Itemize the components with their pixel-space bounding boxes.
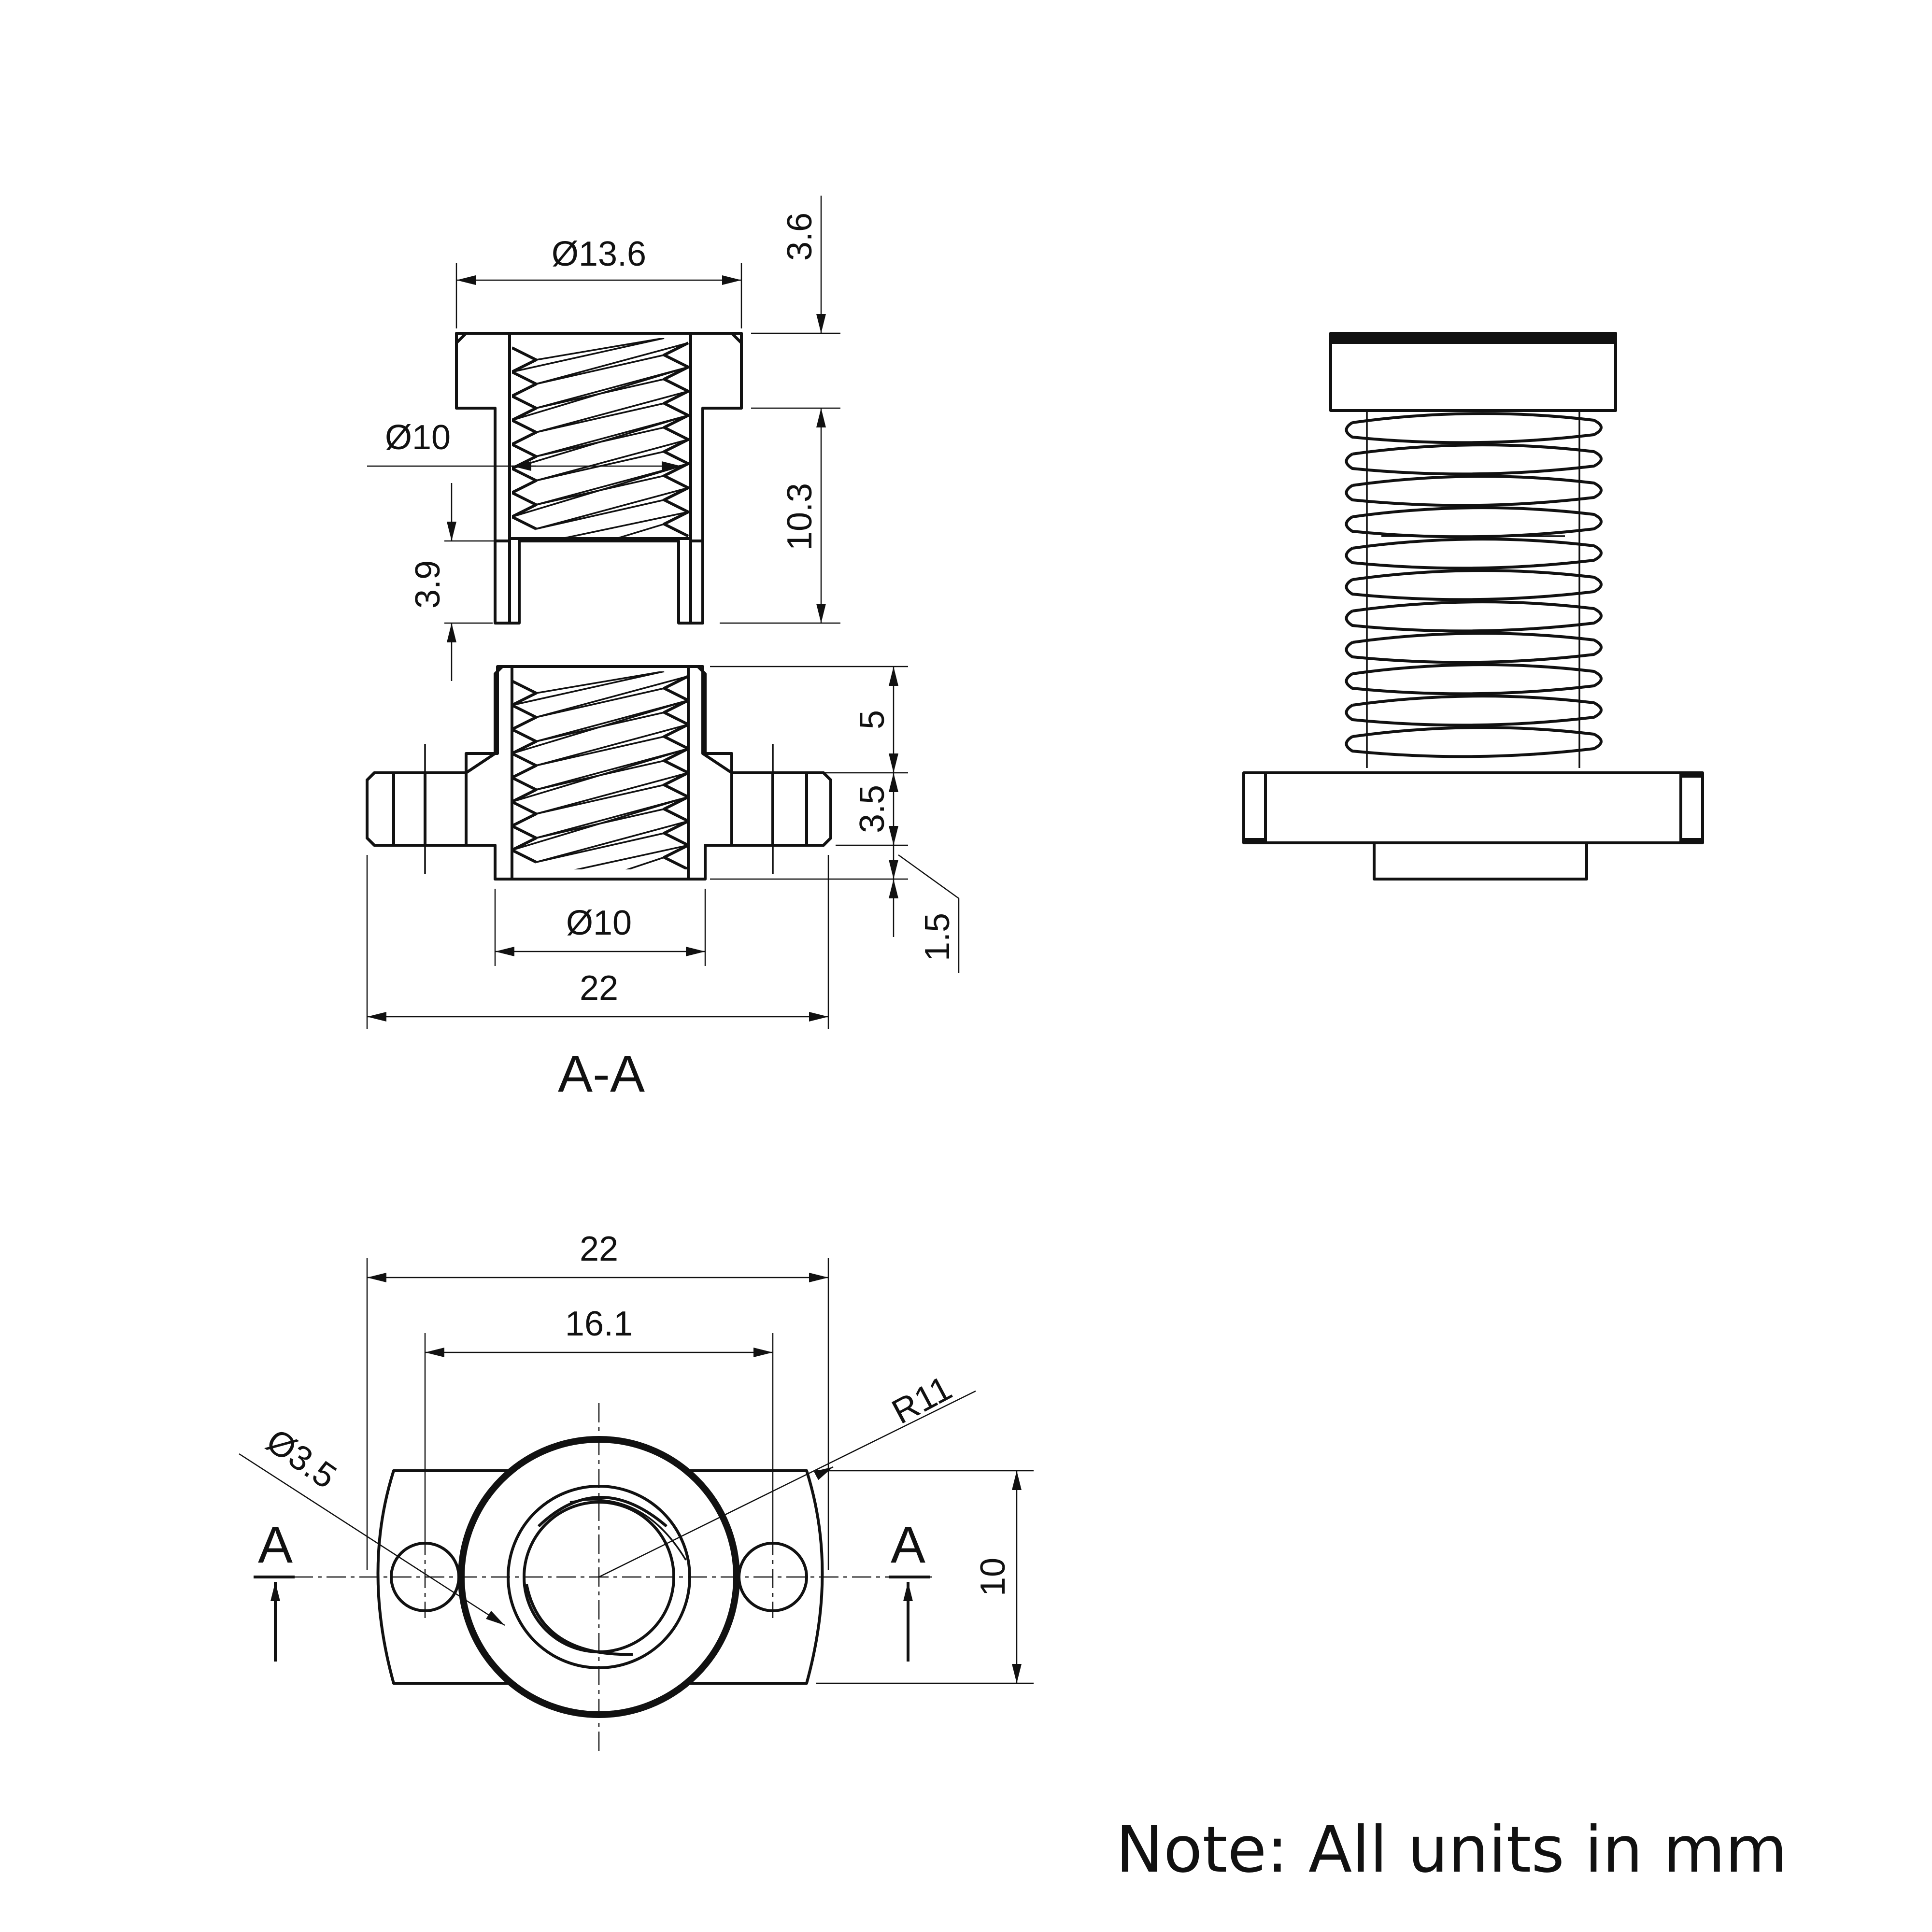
right-flange-ear-inner bbox=[771, 771, 808, 847]
dim-lower-boss-height: 1.5 bbox=[918, 913, 957, 961]
upper-nut-right-wall bbox=[689, 332, 743, 542]
left-flange-ear bbox=[366, 771, 395, 847]
dim-top-flange-width: 22 bbox=[580, 1230, 618, 1268]
right-flange-ear-hatch bbox=[730, 771, 774, 847]
side-cap-top bbox=[1329, 332, 1617, 412]
dim-body-diameter: Ø10 bbox=[566, 904, 632, 942]
section-marker-left: A bbox=[258, 1515, 293, 1574]
side-cap-band bbox=[1331, 333, 1616, 344]
lower-body-right-wall bbox=[687, 665, 733, 881]
dim-flange-diameter: Ø13.6 bbox=[552, 235, 646, 273]
lower-body-left-wall bbox=[465, 665, 513, 881]
left-flange-ear-inner bbox=[392, 771, 426, 847]
dim-flange-height: 3.6 bbox=[781, 213, 819, 261]
dim-hole-spacing: 16.1 bbox=[565, 1305, 633, 1343]
side-flange-plate bbox=[1242, 771, 1704, 844]
section-marker-right: A bbox=[891, 1515, 925, 1574]
dim-flange-radius: R11 bbox=[886, 1369, 958, 1432]
dim-upper-body-height: 5 bbox=[853, 710, 892, 729]
lower-body-section bbox=[366, 665, 832, 881]
upper-thread-profile bbox=[512, 338, 690, 541]
right-flange-ear bbox=[805, 771, 832, 847]
section-view-title: A-A bbox=[558, 1044, 645, 1103]
upper-dimensions: Ø13.6 3.6 10.3 Ø10 3.9 bbox=[367, 196, 840, 681]
dim-hole-diameter: Ø3.5 bbox=[259, 1421, 343, 1496]
side-view-assembly bbox=[1242, 332, 1704, 881]
top-view-dimensions: 22 16.1 Ø3.5 R11 10 A A bbox=[239, 1230, 1034, 1684]
dim-flange-thickness: 3.5 bbox=[853, 785, 892, 833]
upper-nut-outline bbox=[455, 332, 743, 625]
left-flange-ear-hatch bbox=[424, 771, 468, 847]
top-view-flange-outline bbox=[376, 1469, 824, 1685]
lower-thread-profile bbox=[511, 671, 690, 869]
lower-dimensions: 5 3.5 1.5 Ø10 22 A-A bbox=[366, 666, 960, 1103]
top-view bbox=[261, 1403, 932, 1756]
spring-coils bbox=[1345, 411, 1603, 768]
units-note: Note: All units in mm bbox=[1116, 1813, 1787, 1887]
upper-nut-section bbox=[455, 332, 743, 625]
lower-body-outline bbox=[366, 665, 832, 881]
side-bottom-boss bbox=[1373, 841, 1588, 881]
dim-flange-width-section: 22 bbox=[580, 969, 618, 1008]
dim-nut-body-height: 10.3 bbox=[781, 483, 819, 551]
dim-spring-seat-depth: 3.9 bbox=[409, 560, 447, 609]
dim-thread-diameter: Ø10 bbox=[385, 418, 451, 457]
upper-nut-left-wall bbox=[455, 332, 511, 542]
dim-top-flange-height: 10 bbox=[974, 1558, 1012, 1596]
